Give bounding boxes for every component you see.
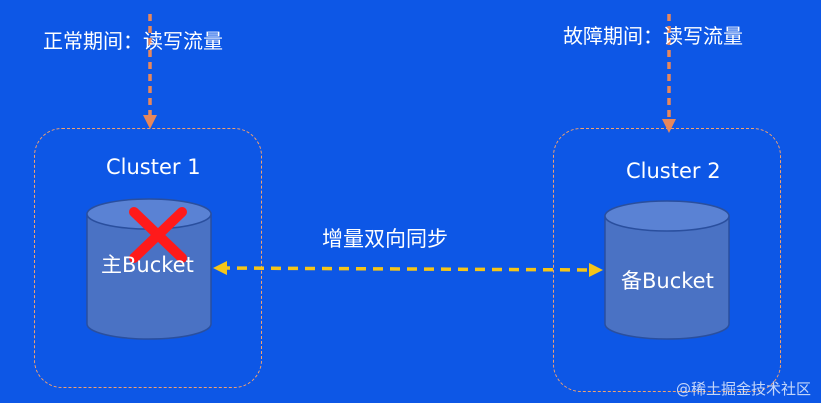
standby-bucket-cylinder <box>604 200 730 340</box>
right-traffic-caption: 故障期间：读写流量 <box>563 24 743 48</box>
primary-bucket-label: 主Bucket <box>101 253 194 277</box>
cluster-1-title: Cluster 1 <box>106 155 201 179</box>
cluster-2-title: Cluster 2 <box>626 159 721 183</box>
standby-bucket-label: 备Bucket <box>621 269 714 293</box>
failure-x-icon <box>129 207 187 263</box>
sync-arrow <box>213 261 603 277</box>
left-traffic-caption: 正常期间：读写流量 <box>43 29 223 53</box>
primary-bucket-cylinder <box>86 198 212 340</box>
sync-label: 增量双向同步 <box>322 227 448 251</box>
watermark: @稀土掘金技术社区 <box>675 380 811 398</box>
